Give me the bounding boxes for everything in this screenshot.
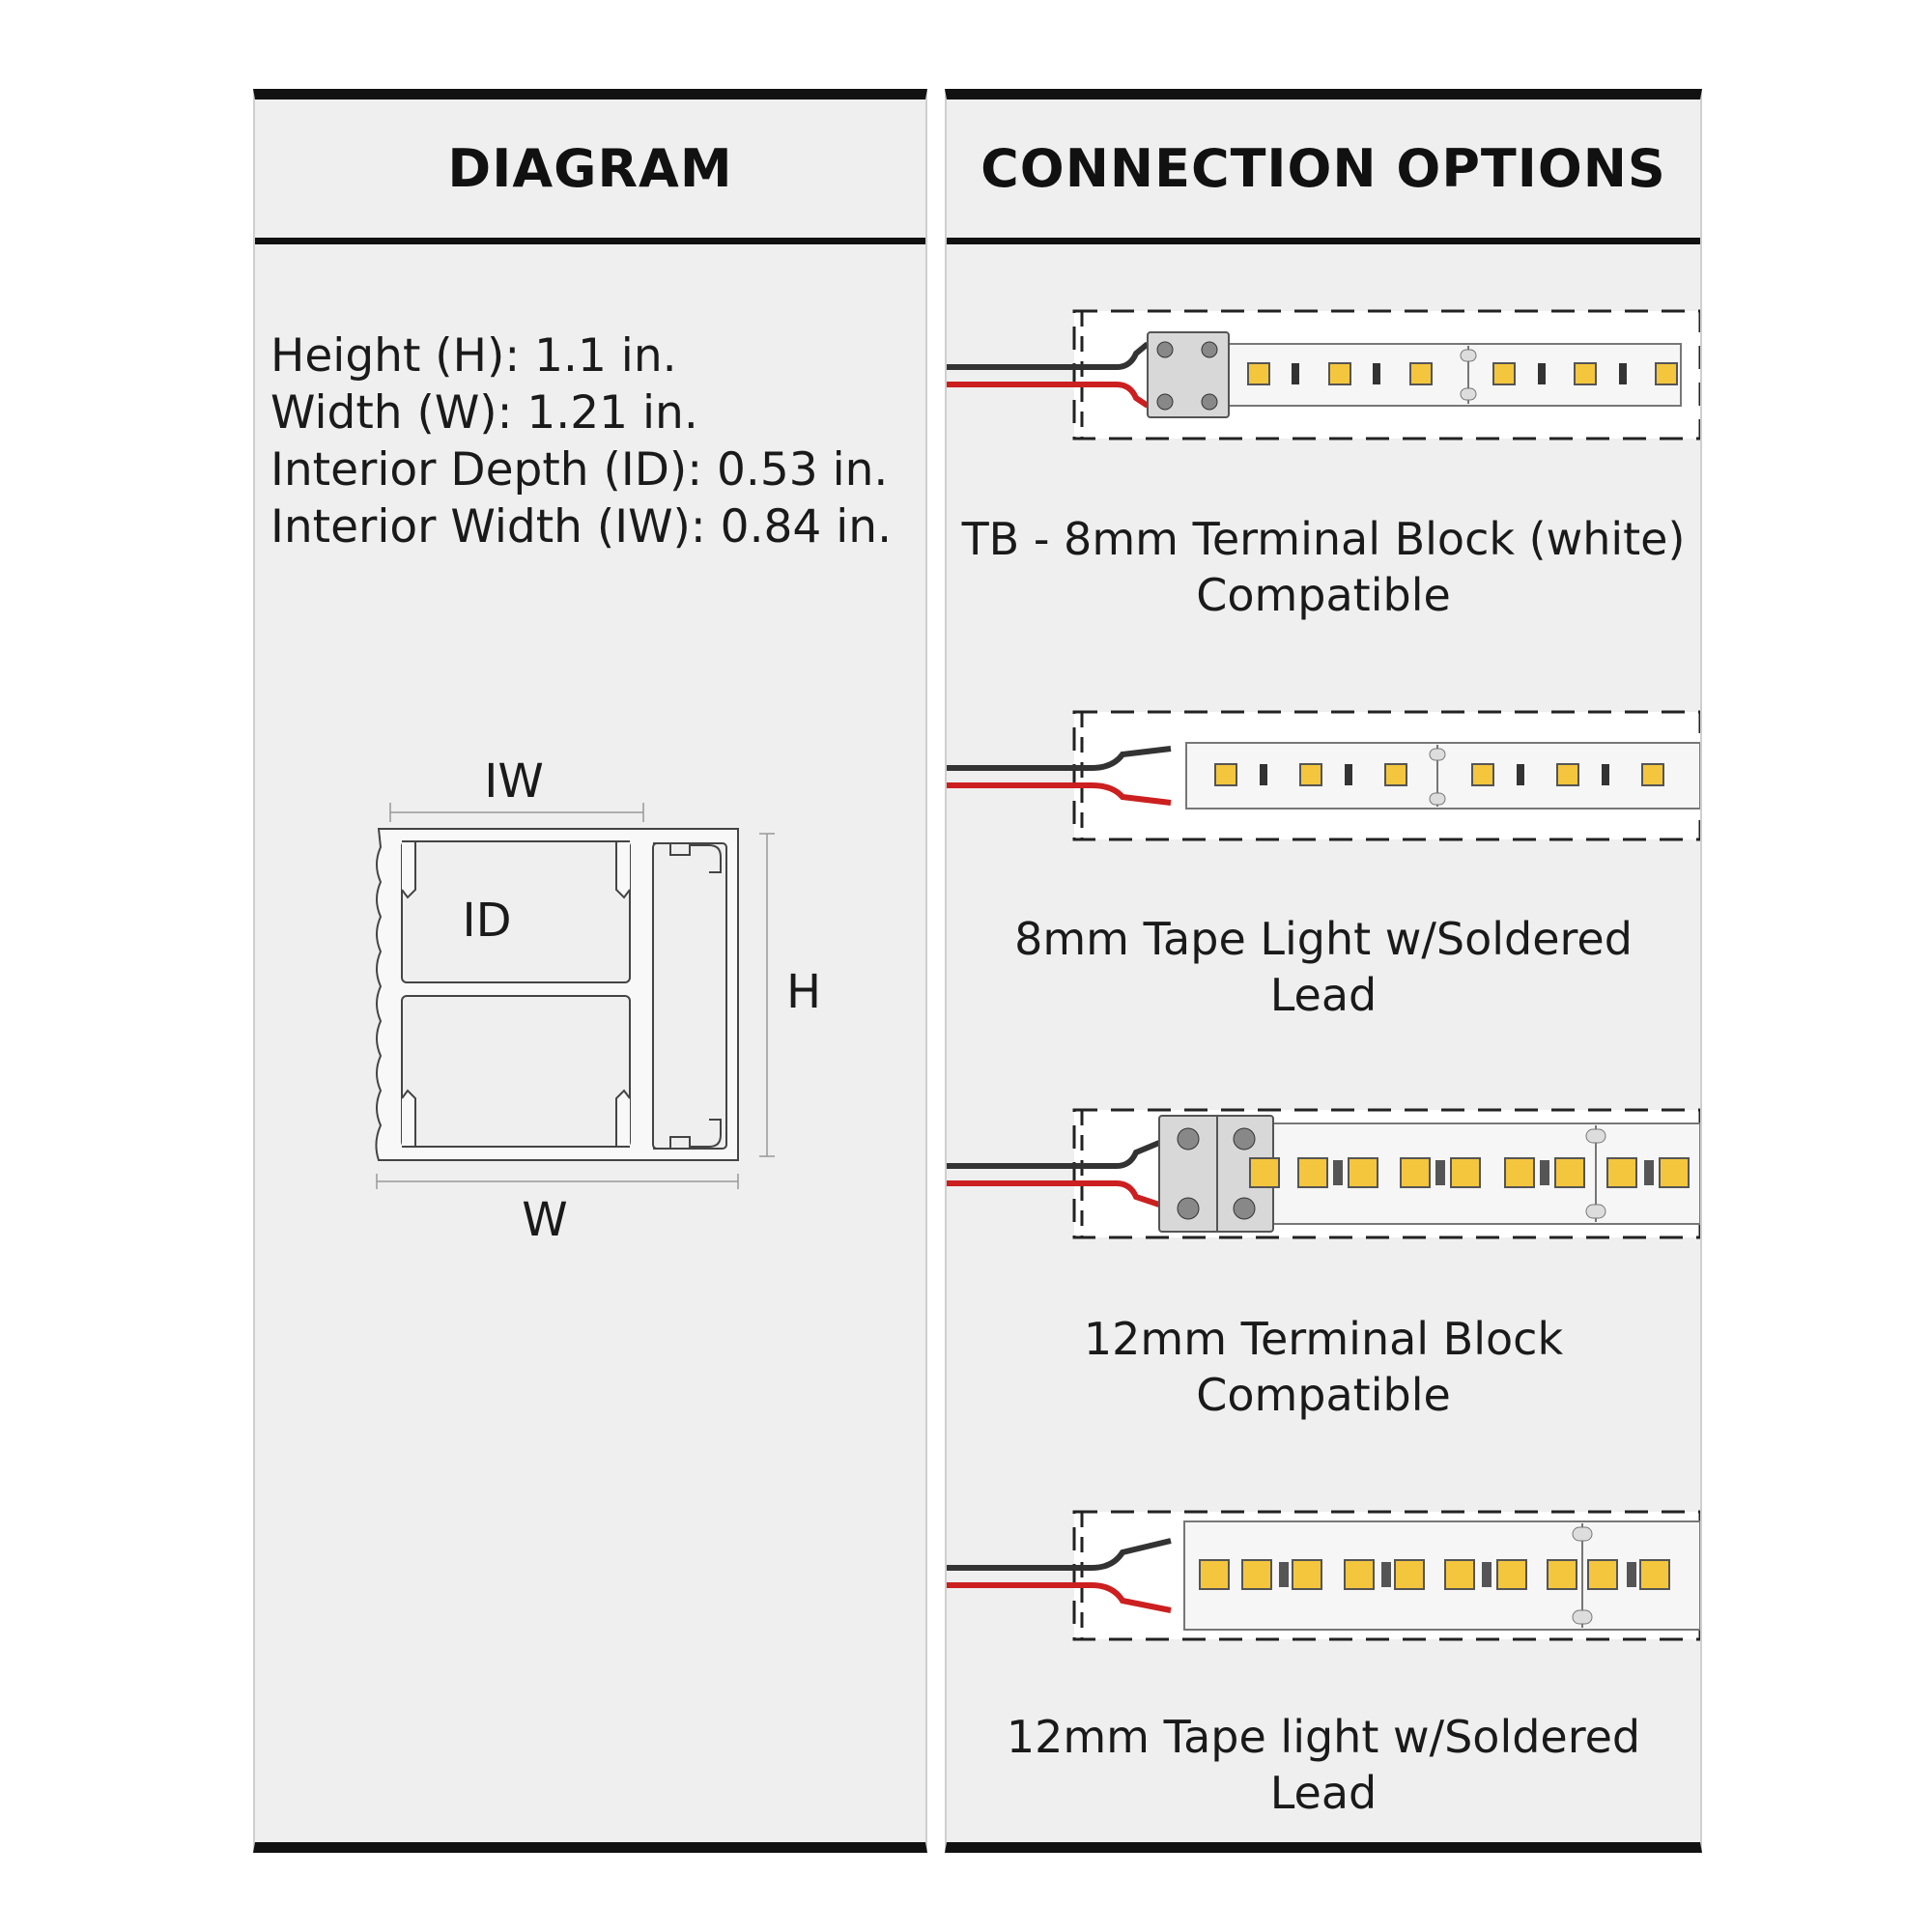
connection-options-header: CONNECTION OPTIONS xyxy=(947,99,1700,244)
caption-line: Compatible xyxy=(1196,1369,1451,1421)
caption-line: Lead xyxy=(1269,1767,1378,1819)
option-8mm-soldered-lead-caption: 8mm Tape Light w/Soldered Lead xyxy=(947,911,1700,1023)
diagram-title: DIAGRAM xyxy=(447,138,733,199)
caption-line: TB - 8mm Terminal Block (white) xyxy=(961,513,1686,565)
connection-options-panel: CONNECTION OPTIONS TB - 8mm Terminal Blo… xyxy=(945,89,1702,1853)
option-12mm-terminal-block-caption: 12mm Terminal Block Compatible xyxy=(947,1311,1700,1423)
option-12mm-soldered-lead-caption: 12mm Tape light w/Soldered Lead xyxy=(947,1709,1700,1821)
diagram-panel: DIAGRAM Height (H): 1.1 in. Width (W): 1… xyxy=(253,89,927,1853)
caption-line: Lead xyxy=(1269,969,1378,1021)
caption-line: 8mm Tape Light w/Soldered xyxy=(1014,913,1633,965)
caption-line: 12mm Tape light w/Soldered xyxy=(1006,1711,1641,1763)
label-h: H xyxy=(786,965,821,1019)
spec-height: Height (H): 1.1 in. xyxy=(270,329,677,383)
label-w: W xyxy=(522,1193,567,1247)
diagram-header: DIAGRAM xyxy=(255,99,925,244)
option-8mm-soldered-lead-illustration xyxy=(947,710,1700,841)
option-tb-8mm-terminal-block-caption: TB - 8mm Terminal Block (white) Compatib… xyxy=(947,511,1700,623)
connection-options-title: CONNECTION OPTIONS xyxy=(980,138,1666,199)
label-id: ID xyxy=(462,894,511,948)
spec-interior-width: Interior Width (IW): 0.84 in. xyxy=(270,500,893,554)
label-iw: IW xyxy=(484,754,544,809)
option-12mm-terminal-block-illustration xyxy=(947,1108,1700,1239)
option-tb-8mm-terminal-block-illustration xyxy=(947,309,1700,440)
profile-cross-section: IW ID H W xyxy=(375,754,821,1247)
spec-interior-depth: Interior Depth (ID): 0.53 in. xyxy=(270,443,889,497)
caption-line: 12mm Terminal Block xyxy=(1083,1313,1564,1365)
caption-line: Compatible xyxy=(1196,569,1451,621)
dimension-specs: Height (H): 1.1 in. Width (W): 1.21 in. … xyxy=(270,327,892,555)
option-12mm-soldered-lead-illustration xyxy=(947,1510,1700,1641)
spec-width: Width (W): 1.21 in. xyxy=(270,386,698,440)
